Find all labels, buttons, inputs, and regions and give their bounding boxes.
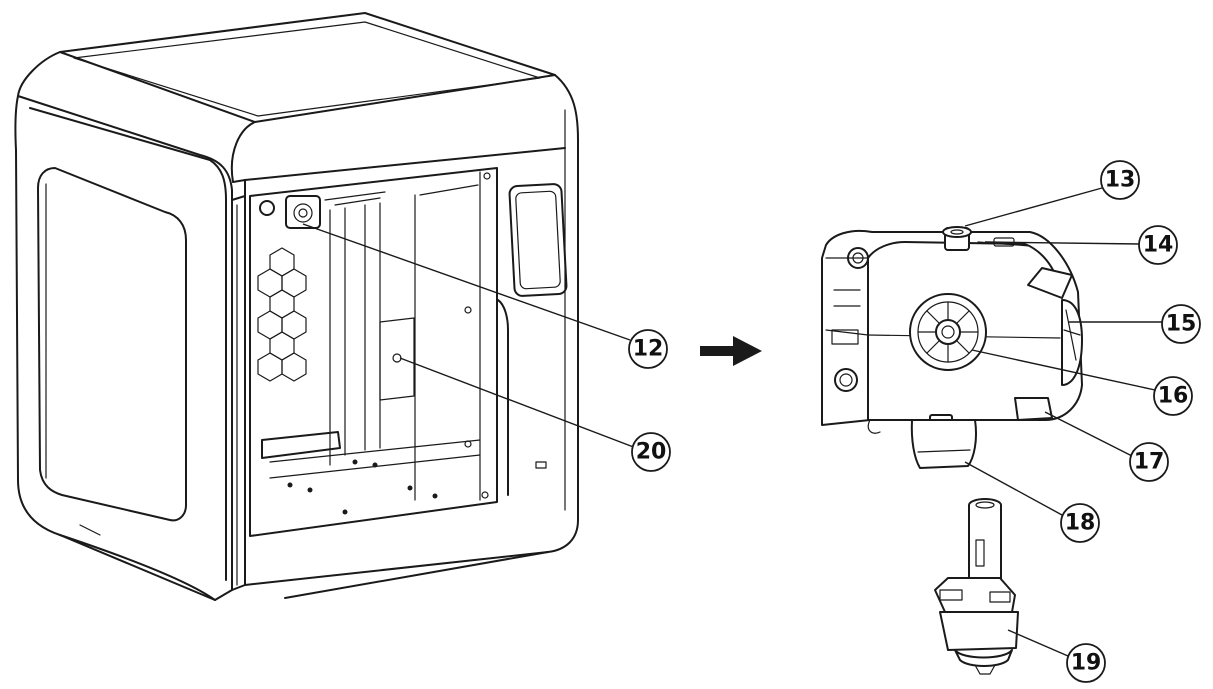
callout-20: 20 [631, 432, 671, 472]
callout-13: 13 [1100, 160, 1140, 200]
callout-17: 17 [1129, 442, 1169, 482]
callout-18: 18 [1060, 503, 1100, 543]
callout-12: 12 [628, 329, 668, 369]
callout-14: 14 [1138, 225, 1178, 265]
fan-blades [917, 301, 979, 363]
callout-18-label: 18 [1065, 511, 1096, 536]
leader-lines [302, 187, 1162, 657]
printer-illustration [14, 12, 579, 601]
callout-12-label: 12 [633, 337, 664, 362]
callout-19: 19 [1066, 643, 1106, 683]
callout-15: 15 [1161, 304, 1201, 344]
callout-13-label: 13 [1105, 168, 1136, 193]
callout-14-label: 14 [1143, 233, 1174, 258]
callout-15-label: 15 [1166, 312, 1197, 337]
honeycomb-panel [257, 247, 307, 382]
callout-16: 16 [1153, 376, 1193, 416]
hotend-illustration [934, 498, 1019, 675]
direction-arrow [700, 336, 762, 366]
callout-17-label: 17 [1134, 450, 1165, 475]
callout-16-label: 16 [1158, 384, 1189, 409]
callout-20-label: 20 [636, 440, 667, 465]
print-head-illustration [821, 226, 1083, 469]
callout-19-label: 19 [1071, 651, 1102, 676]
